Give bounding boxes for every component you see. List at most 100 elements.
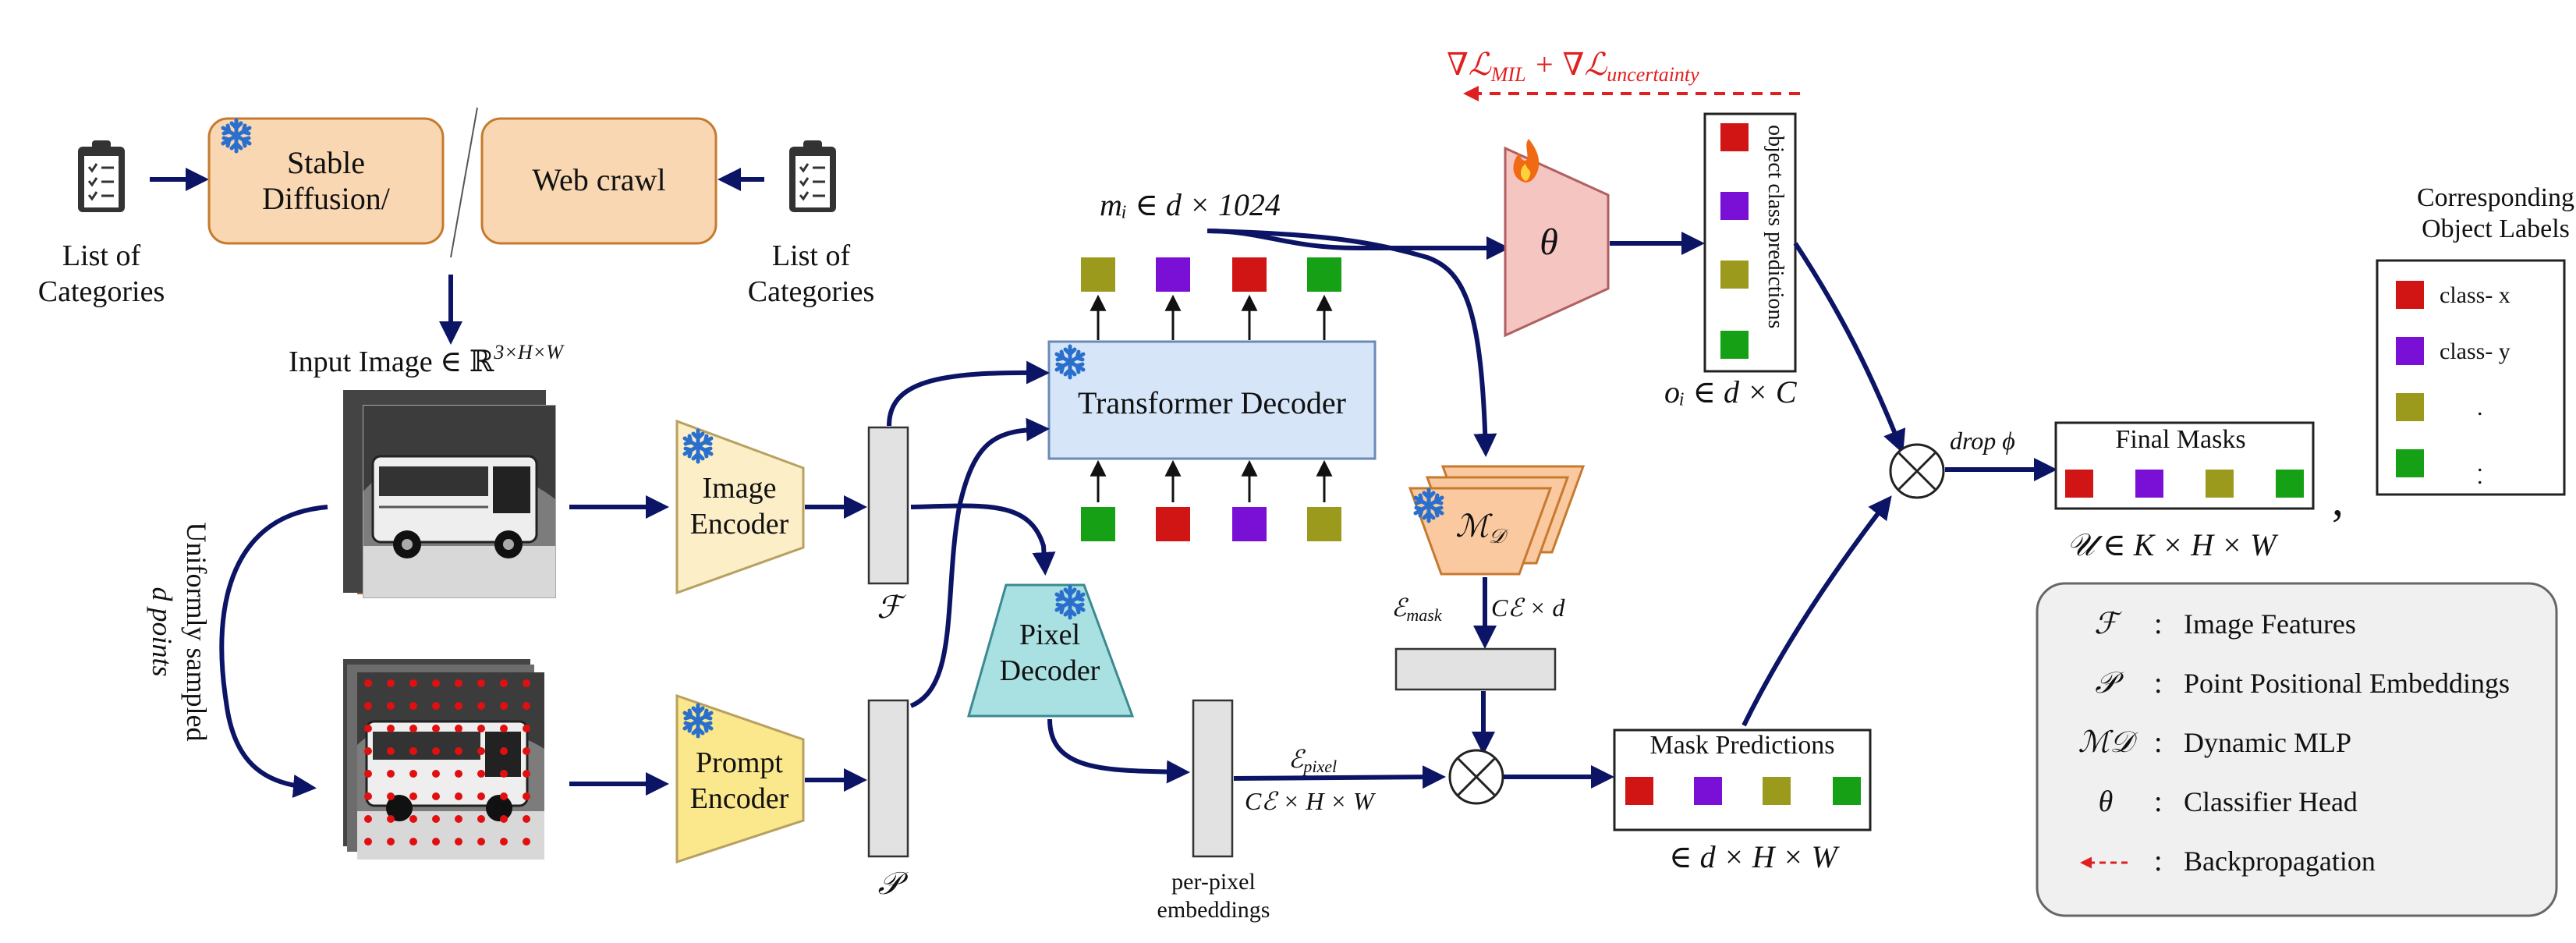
matmul-operator bbox=[1448, 749, 1504, 805]
final-masks-box bbox=[2054, 421, 2315, 510]
sampled-point bbox=[432, 679, 440, 687]
transformer-decoder-box bbox=[1047, 340, 1377, 460]
final-masks-title: Final Masks bbox=[2115, 425, 2245, 454]
input-query-squares bbox=[1081, 459, 1341, 541]
pixel-decoder-block bbox=[967, 583, 1135, 718]
sampled-point bbox=[432, 725, 440, 732]
sampled-point bbox=[455, 725, 462, 732]
sampled-point bbox=[477, 815, 485, 823]
sampled-point bbox=[387, 679, 395, 687]
svg-text:Uniformly sampled: Uniformly sampled bbox=[181, 523, 212, 742]
sampled-point bbox=[387, 747, 395, 755]
image-encoder-block bbox=[675, 419, 805, 595]
sampled-point bbox=[500, 679, 508, 687]
sampled-point bbox=[455, 815, 462, 823]
sampled-point bbox=[364, 838, 372, 846]
sampled-point bbox=[432, 792, 440, 800]
fire-icon bbox=[1513, 139, 1540, 183]
sampled-point bbox=[455, 747, 462, 755]
sampled-point bbox=[500, 792, 508, 800]
legend-separator: : bbox=[2154, 608, 2163, 640]
stable-diffusion-box bbox=[207, 117, 445, 245]
combine-operator bbox=[1889, 443, 1945, 499]
sampled-point bbox=[477, 770, 485, 778]
mask-predictions-title: Mask Predictions bbox=[1649, 731, 1834, 760]
sampled-point bbox=[500, 770, 508, 778]
sampled-point bbox=[387, 815, 395, 823]
label-text: class- x bbox=[2440, 282, 2510, 308]
sampled-point bbox=[432, 838, 440, 846]
legend-description: Backpropagation bbox=[2184, 846, 2376, 877]
sampled-point bbox=[409, 725, 417, 732]
sampled-point bbox=[523, 747, 530, 755]
sampled-point bbox=[432, 815, 440, 823]
legend-description: Dynamic MLP bbox=[2184, 727, 2351, 758]
sampled-point bbox=[387, 725, 395, 732]
positional-embeddings-symbol: 𝒫 bbox=[878, 866, 909, 901]
sampled-point bbox=[364, 702, 372, 710]
legend-box bbox=[2036, 582, 2558, 917]
c-e-h-w-label: Cℰ × H × W bbox=[1245, 787, 1377, 815]
query-embedding-label: mᵢ ∈ d × 1024 bbox=[1100, 187, 1281, 222]
sampled-point bbox=[500, 747, 508, 755]
sampled-point bbox=[455, 679, 462, 687]
image-features-symbol: ℱ bbox=[877, 590, 906, 625]
sampled-point bbox=[387, 792, 395, 800]
sampled-point bbox=[387, 702, 395, 710]
dynamic-mlp-block bbox=[1408, 465, 1586, 576]
sampled-point bbox=[432, 702, 440, 710]
legend-symbol: ℳ𝒟 bbox=[2078, 726, 2139, 759]
sampled-point bbox=[523, 679, 530, 687]
label-swatch bbox=[2396, 281, 2424, 309]
svg-text:d points: d points bbox=[147, 587, 178, 676]
dynamic-mlp-label: ℳ𝒟 bbox=[1455, 509, 1508, 548]
output-query-squares bbox=[1081, 257, 1341, 340]
e-pixel-label: ℰpixel bbox=[1288, 745, 1337, 776]
label-swatch bbox=[2396, 393, 2424, 421]
sampled-point bbox=[387, 770, 395, 778]
web-crawl-box bbox=[480, 117, 718, 245]
class-predictions-label: object class predictions bbox=[1763, 125, 1788, 328]
sampled-point bbox=[409, 702, 417, 710]
sampled-point bbox=[477, 702, 485, 710]
sampled-point bbox=[409, 838, 417, 846]
clipboard-left-icon bbox=[76, 139, 126, 214]
final-shape-label: 𝒰 ∈ K × H × W bbox=[2067, 527, 2279, 562]
legend-description: Point Positional Embeddings bbox=[2184, 668, 2510, 699]
legend-symbol: θ bbox=[2099, 785, 2114, 818]
sampled-point bbox=[523, 702, 530, 710]
sampled-point bbox=[523, 838, 530, 846]
sampled-point bbox=[387, 838, 395, 846]
label-text: class- y bbox=[2440, 339, 2510, 364]
sampled-point bbox=[500, 815, 508, 823]
sampled-point bbox=[500, 838, 508, 846]
mask-shape-label: ∈ d × H × W bbox=[1669, 839, 1840, 874]
label-text: . bbox=[2477, 451, 2483, 477]
sampled-point bbox=[477, 747, 485, 755]
clipboard-right-icon bbox=[788, 139, 838, 214]
sampled-point bbox=[364, 792, 372, 800]
legend-separator: : bbox=[2154, 726, 2163, 759]
label-swatch bbox=[2396, 449, 2424, 477]
sampled-point bbox=[409, 679, 417, 687]
sampled-point bbox=[477, 792, 485, 800]
sampled-point bbox=[455, 838, 462, 846]
sampled-point bbox=[364, 747, 372, 755]
per-pixel-embedding-bar bbox=[1192, 699, 1234, 858]
mask-embedding-bar bbox=[1394, 647, 1557, 691]
drop-phi-label: drop ϕ bbox=[1950, 427, 2015, 455]
label-swatch bbox=[2396, 337, 2424, 365]
sampled-point bbox=[409, 815, 417, 823]
label-ellipsis: . bbox=[2477, 463, 2483, 489]
o-i-label: oᵢ ∈ d × C bbox=[1664, 374, 1798, 409]
